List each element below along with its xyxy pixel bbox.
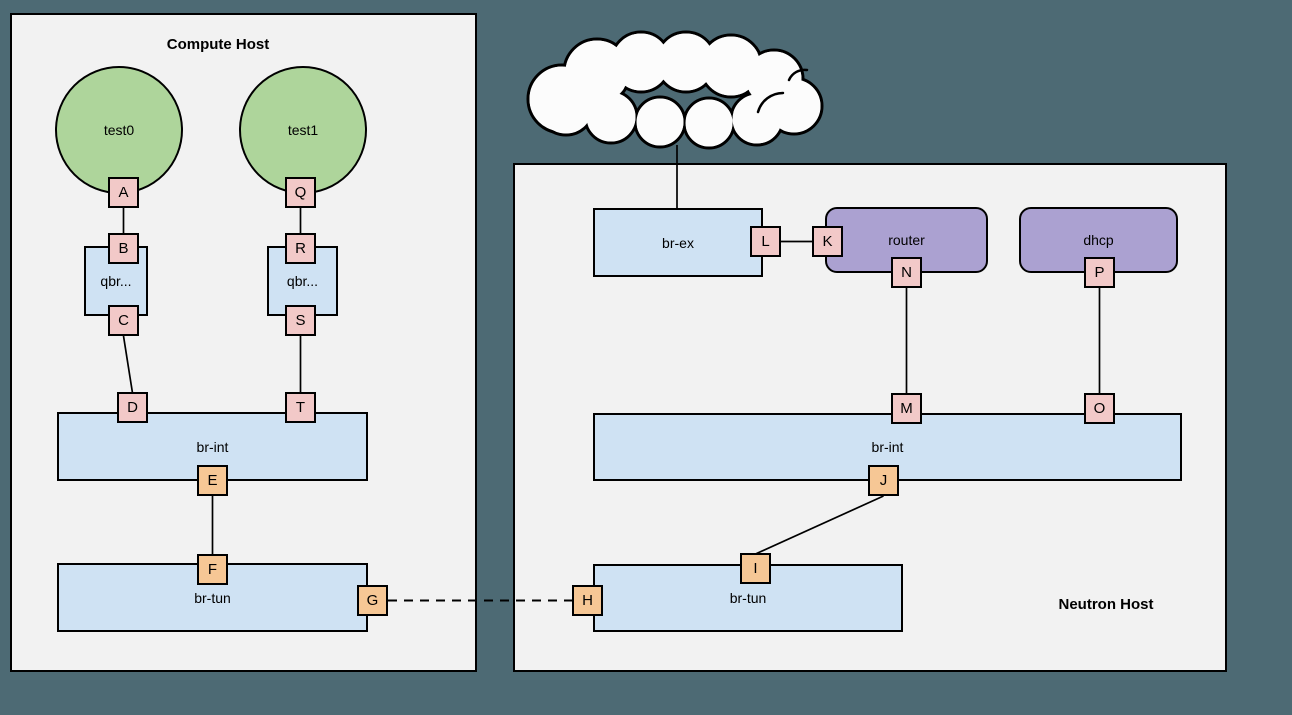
internet-cloud — [526, 30, 824, 150]
neutron-host-title: Neutron Host — [1058, 596, 1154, 613]
port-T: T — [285, 392, 316, 423]
port-D: D — [117, 392, 148, 423]
port-C: C — [108, 305, 139, 336]
compute-host-title: Compute Host — [166, 36, 270, 53]
cloud-inner-arcs — [756, 68, 809, 114]
port-E: E — [197, 465, 228, 496]
port-H: H — [572, 585, 603, 616]
port-L: L — [750, 226, 781, 257]
internet-cloud-fill — [529, 33, 821, 147]
port-Q: Q — [285, 177, 316, 208]
br-ex-bridge: br-ex — [593, 208, 763, 277]
br-tun-compute: br-tun — [57, 563, 368, 632]
port-P: P — [1084, 257, 1115, 288]
vm-test0: test0 — [55, 66, 183, 194]
port-M: M — [891, 393, 922, 424]
port-A: A — [108, 177, 139, 208]
port-K: K — [812, 226, 843, 257]
port-S: S — [285, 305, 316, 336]
port-I: I — [740, 553, 771, 584]
port-G: G — [357, 585, 388, 616]
port-R: R — [285, 233, 316, 264]
vm-test1: test1 — [239, 66, 367, 194]
port-O: O — [1084, 393, 1115, 424]
port-B: B — [108, 233, 139, 264]
port-N: N — [891, 257, 922, 288]
port-F: F — [197, 554, 228, 585]
port-J: J — [868, 465, 899, 496]
